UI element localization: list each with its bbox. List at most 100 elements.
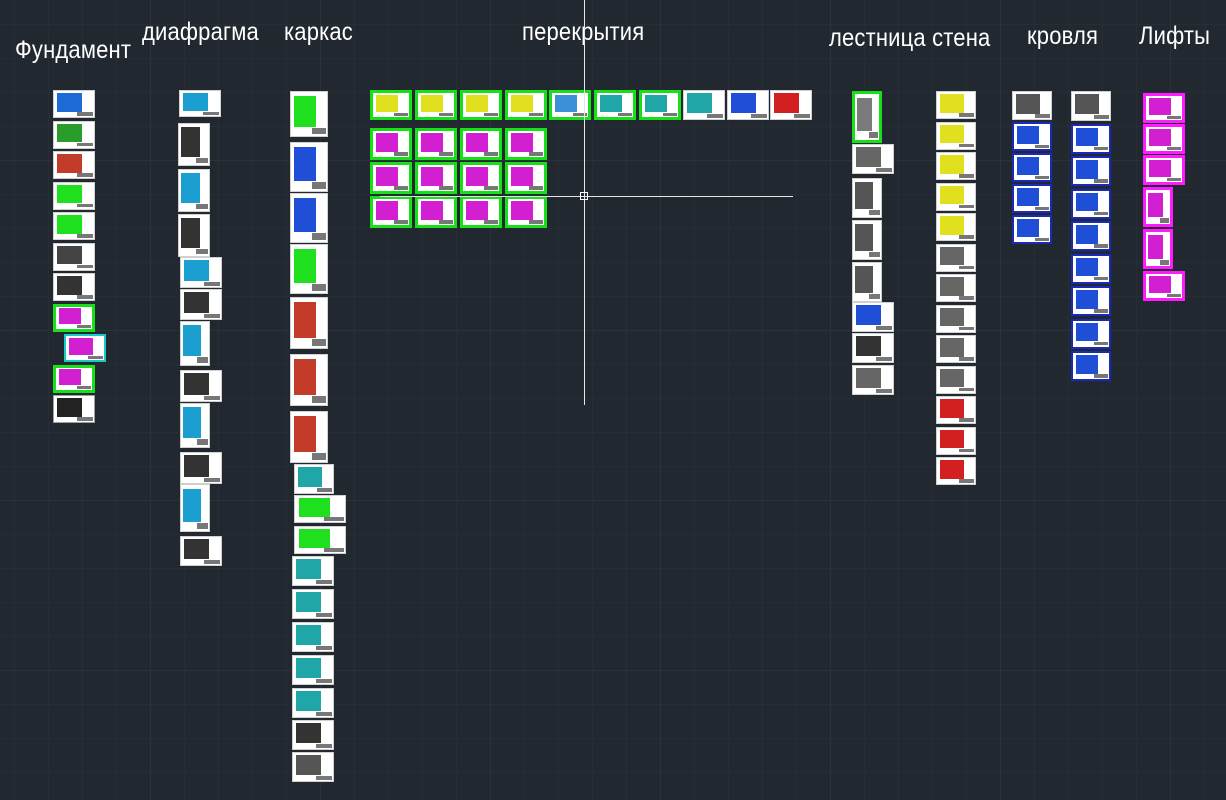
drawing-sheet-thumbnail[interactable] xyxy=(936,213,976,241)
drawing-sheet-thumbnail[interactable] xyxy=(53,364,95,393)
drawing-sheet-thumbnail[interactable] xyxy=(936,243,976,272)
drawing-sheet-thumbnail[interactable] xyxy=(1012,184,1052,213)
drawing-sheet-thumbnail[interactable] xyxy=(292,589,334,619)
drawing-sheet-thumbnail[interactable] xyxy=(936,426,976,455)
drawing-sheet-thumbnail[interactable] xyxy=(178,123,210,166)
drawing-sheet-thumbnail[interactable] xyxy=(292,556,334,586)
drawing-sheet-thumbnail[interactable] xyxy=(936,457,976,485)
drawing-sheet-thumbnail[interactable] xyxy=(290,354,328,406)
drawing-sheet-thumbnail[interactable] xyxy=(294,464,334,494)
drawing-sheet-thumbnail[interactable] xyxy=(1143,229,1173,269)
drawing-sheet-thumbnail[interactable] xyxy=(1071,156,1111,186)
drawing-sheet-thumbnail[interactable] xyxy=(370,196,412,228)
drawing-sheet-thumbnail[interactable] xyxy=(639,90,681,120)
drawing-sheet-thumbnail[interactable] xyxy=(936,335,976,363)
drawing-sheet-thumbnail[interactable] xyxy=(1071,188,1111,219)
drawing-sheet-thumbnail[interactable] xyxy=(852,144,894,174)
drawing-sheet-thumbnail[interactable] xyxy=(290,244,328,294)
drawing-sheet-thumbnail[interactable] xyxy=(1071,351,1111,381)
drawing-sheet-thumbnail[interactable] xyxy=(290,142,328,192)
drawing-sheet-thumbnail[interactable] xyxy=(936,182,976,211)
drawing-sheet-thumbnail[interactable] xyxy=(936,274,976,302)
drawing-sheet-thumbnail[interactable] xyxy=(852,302,894,332)
drawing-sheet-thumbnail[interactable] xyxy=(294,495,346,523)
drawing-sheet-thumbnail[interactable] xyxy=(292,752,334,782)
drawing-sheet-thumbnail[interactable] xyxy=(53,181,95,210)
drawing-sheet-thumbnail[interactable] xyxy=(180,370,222,402)
drawing-sheet-thumbnail[interactable] xyxy=(1143,155,1185,185)
drawing-sheet-thumbnail[interactable] xyxy=(1071,123,1111,154)
drawing-sheet-thumbnail[interactable] xyxy=(505,162,547,194)
drawing-sheet-thumbnail[interactable] xyxy=(370,128,412,160)
drawing-sheet-thumbnail[interactable] xyxy=(1012,215,1052,244)
drawing-sheet-thumbnail[interactable] xyxy=(1071,253,1111,284)
drawing-sheet-thumbnail[interactable] xyxy=(936,365,976,394)
drawing-sheet-thumbnail[interactable] xyxy=(505,90,547,120)
drawing-sheet-thumbnail[interactable] xyxy=(594,90,636,120)
drawing-sheet-thumbnail[interactable] xyxy=(460,196,502,228)
drawing-sheet-thumbnail[interactable] xyxy=(936,304,976,333)
drawing-sheet-thumbnail[interactable] xyxy=(178,169,210,212)
drawing-sheet-thumbnail[interactable] xyxy=(852,365,894,395)
drawing-sheet-thumbnail[interactable] xyxy=(683,90,725,120)
drawing-sheet-thumbnail[interactable] xyxy=(370,90,412,120)
drawing-sheet-thumbnail[interactable] xyxy=(180,257,222,288)
drawing-sheet-thumbnail[interactable] xyxy=(460,162,502,194)
drawing-sheet-thumbnail[interactable] xyxy=(53,395,95,423)
drawing-sheet-thumbnail[interactable] xyxy=(53,303,95,332)
drawing-sheet-thumbnail[interactable] xyxy=(1071,286,1111,316)
drawing-sheet-thumbnail[interactable] xyxy=(852,220,882,260)
drawing-sheet-thumbnail[interactable] xyxy=(53,242,95,271)
drawing-sheet-thumbnail[interactable] xyxy=(936,396,976,424)
drawing-sheet-thumbnail[interactable] xyxy=(180,452,222,484)
drawing-sheet-thumbnail[interactable] xyxy=(460,128,502,160)
drawing-sheet-thumbnail[interactable] xyxy=(180,321,210,366)
drawing-sheet-thumbnail[interactable] xyxy=(1143,124,1185,154)
drawing-sheet-thumbnail[interactable] xyxy=(180,289,222,320)
drawing-sheet-thumbnail[interactable] xyxy=(53,273,95,301)
drawing-sheet-thumbnail[interactable] xyxy=(1012,122,1052,151)
drawing-sheet-thumbnail[interactable] xyxy=(292,720,334,750)
drawing-sheet-thumbnail[interactable] xyxy=(1143,93,1185,123)
drawing-sheet-thumbnail[interactable] xyxy=(1071,91,1111,121)
drawing-sheet-thumbnail[interactable] xyxy=(936,91,976,119)
drawing-sheet-thumbnail[interactable] xyxy=(180,484,210,532)
drawing-sheet-thumbnail[interactable] xyxy=(53,90,95,118)
drawing-sheet-thumbnail[interactable] xyxy=(415,90,457,120)
drawing-sheet-thumbnail[interactable] xyxy=(290,411,328,463)
drawing-sheet-thumbnail[interactable] xyxy=(1012,153,1052,182)
drawing-sheet-thumbnail[interactable] xyxy=(1143,187,1173,227)
drawing-sheet-thumbnail[interactable] xyxy=(770,90,812,120)
drawing-sheet-thumbnail[interactable] xyxy=(53,120,95,149)
drawing-sheet-thumbnail[interactable] xyxy=(852,333,894,363)
drawing-sheet-thumbnail[interactable] xyxy=(727,90,769,120)
drawing-sheet-thumbnail[interactable] xyxy=(1143,271,1185,301)
drawing-sheet-thumbnail[interactable] xyxy=(370,162,412,194)
drawing-sheet-thumbnail[interactable] xyxy=(1012,91,1052,120)
drawing-sheet-thumbnail[interactable] xyxy=(460,90,502,120)
drawing-sheet-thumbnail[interactable] xyxy=(415,128,457,160)
drawing-sheet-thumbnail[interactable] xyxy=(852,262,882,302)
drawing-sheet-thumbnail[interactable] xyxy=(1071,318,1111,349)
drawing-sheet-thumbnail[interactable] xyxy=(180,536,222,566)
drawing-sheet-thumbnail[interactable] xyxy=(936,152,976,180)
drawing-sheet-thumbnail[interactable] xyxy=(292,688,334,718)
drawing-sheet-thumbnail[interactable] xyxy=(294,526,346,554)
drawing-sheet-thumbnail[interactable] xyxy=(178,214,210,257)
drawing-sheet-thumbnail[interactable] xyxy=(505,196,547,228)
drawing-sheet-thumbnail[interactable] xyxy=(852,91,882,143)
drawing-sheet-thumbnail[interactable] xyxy=(53,151,95,179)
drawing-sheet-thumbnail[interactable] xyxy=(852,178,882,218)
drawing-sheet-thumbnail[interactable] xyxy=(292,655,334,685)
drawing-sheet-thumbnail[interactable] xyxy=(290,193,328,243)
drawing-sheet-thumbnail[interactable] xyxy=(290,297,328,349)
drawing-sheet-thumbnail[interactable] xyxy=(290,91,328,137)
drawing-sheet-thumbnail[interactable] xyxy=(180,403,210,448)
drawing-sheet-thumbnail[interactable] xyxy=(936,121,976,150)
drawing-sheet-thumbnail[interactable] xyxy=(53,212,95,240)
drawing-sheet-thumbnail[interactable] xyxy=(505,128,547,160)
drawing-sheet-thumbnail[interactable] xyxy=(1071,221,1111,251)
drawing-sheet-thumbnail[interactable] xyxy=(415,196,457,228)
drawing-sheet-thumbnail[interactable] xyxy=(292,622,334,652)
